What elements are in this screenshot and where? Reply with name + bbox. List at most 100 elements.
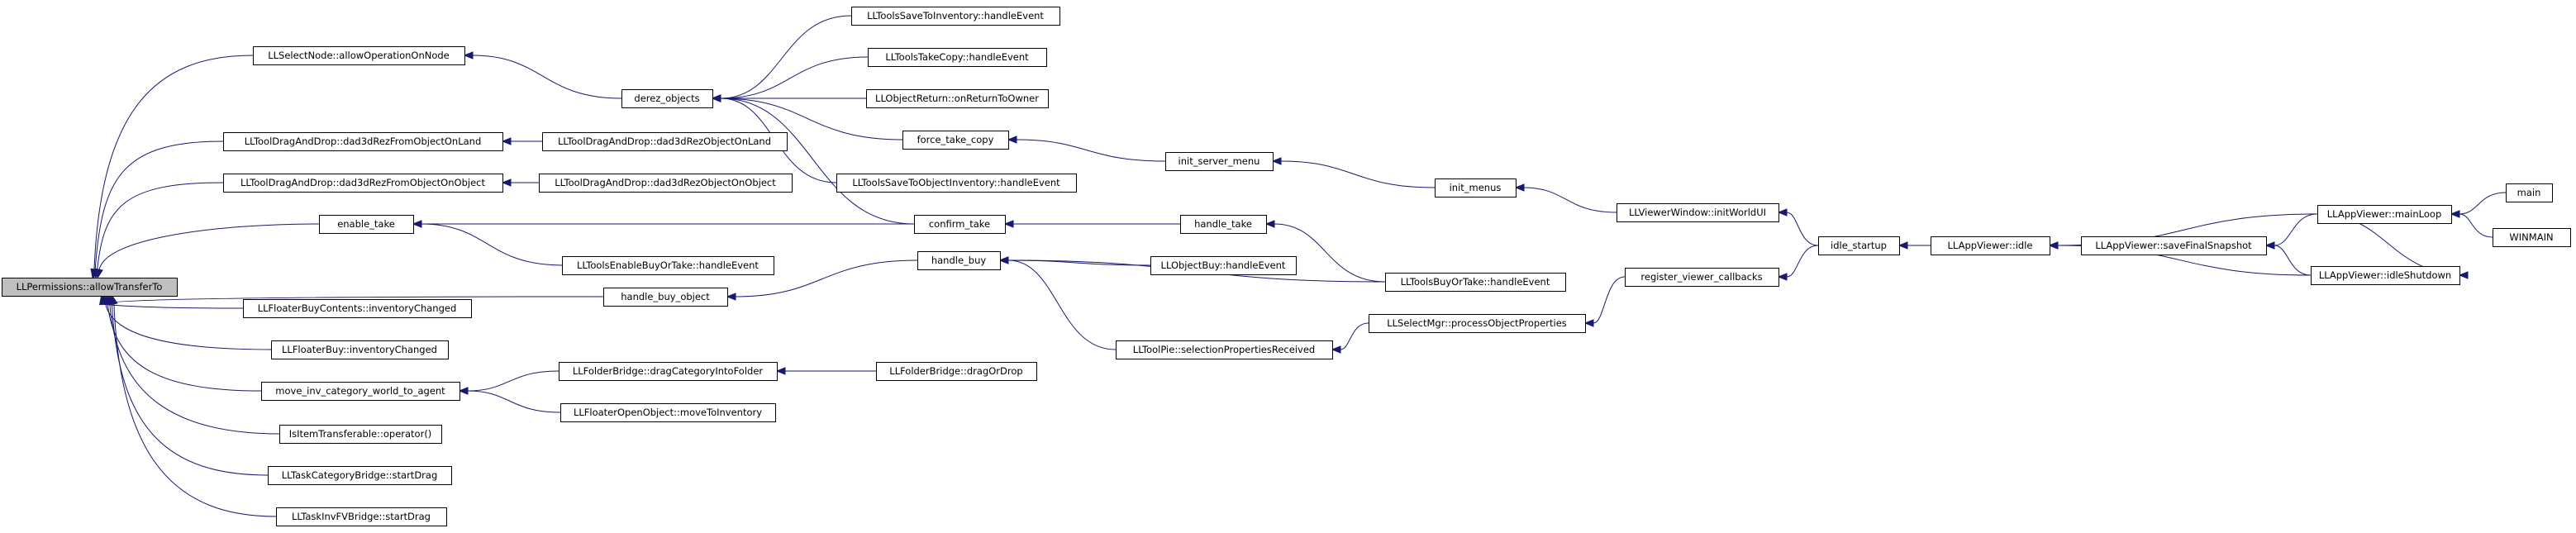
graph-node-objbuy[interactable]: LLObjectBuy::handleEvent bbox=[1150, 256, 1297, 275]
graph-node-processobj[interactable]: LLSelectMgr::processObjectProperties bbox=[1369, 314, 1586, 333]
graph-node-initserver[interactable]: init_server_menu bbox=[1165, 152, 1274, 171]
call-edge-initworld-to-initmenus bbox=[1514, 183, 1617, 213]
call-edge-foldergrop-to-folderdrag bbox=[775, 367, 876, 375]
call-edge-winmain-to-mainloop bbox=[2450, 210, 2493, 238]
graph-node-allow[interactable]: LLPermissions::allowTransferTo bbox=[2, 278, 178, 297]
graph-node-registercb[interactable]: register_viewer_callbacks bbox=[1625, 268, 1779, 287]
call-edge-processobj-to-toolpie bbox=[1331, 322, 1369, 354]
graph-node-derez[interactable]: derez_objects bbox=[621, 89, 713, 108]
call-edge-appidle-to-idlestartup bbox=[1897, 241, 1931, 250]
graph-node-label: confirm_take bbox=[929, 218, 990, 230]
call-edge-dragobj2-to-dragobj bbox=[501, 178, 539, 187]
graph-node-dragobj2[interactable]: LLToolDragAndDrop::dad3dRezObjectOnObjec… bbox=[539, 174, 793, 193]
graph-node-label: LLToolsSaveToInventory::handleEvent bbox=[867, 10, 1044, 21]
graph-node-label: enable_take bbox=[337, 218, 395, 230]
call-edge-floateropen-to-moveinv bbox=[458, 387, 561, 413]
call-edge-moveinv-to-allow bbox=[103, 294, 262, 392]
call-edge-dragland-to-allow bbox=[91, 140, 224, 279]
graph-node-itemtransfer[interactable]: IsItemTransferable::operator() bbox=[279, 425, 442, 444]
graph-node-idlestartup[interactable]: idle_startup bbox=[1818, 236, 1900, 255]
call-graph-edges bbox=[90, 15, 2507, 517]
graph-node-label: handle_buy bbox=[931, 255, 987, 266]
graph-node-enablebuy[interactable]: LLToolsEnableBuyOrTake::handleEvent bbox=[562, 256, 774, 275]
graph-node-label: LLSelectMgr::processObjectProperties bbox=[1387, 317, 1567, 329]
graph-node-label: LLFloaterOpenObject::moveToInventory bbox=[574, 407, 762, 418]
graph-node-label: LLToolDragAndDrop::dad3dRezObjectOnLand bbox=[558, 136, 771, 147]
graph-node-label: LLToolPie::selectionPropertiesReceived bbox=[1133, 344, 1315, 355]
graph-node-label: LLObjectBuy::handleEvent bbox=[1161, 259, 1286, 271]
graph-node-foldergrop[interactable]: LLFolderBridge::dragOrDrop bbox=[876, 362, 1037, 381]
graph-node-label: LLToolsTakeCopy::handleEvent bbox=[885, 51, 1029, 63]
graph-node-label: LLFolderBridge::dragOrDrop bbox=[889, 365, 1022, 377]
call-edge-confirmtake-to-enabletake bbox=[412, 220, 914, 228]
call-edge-toolpie-to-handlebuy bbox=[998, 256, 1117, 350]
graph-node-savetoobjinv[interactable]: LLToolsSaveToObjectInventory::handleEven… bbox=[836, 174, 1077, 193]
call-edge-takecopy-to-derez bbox=[711, 56, 869, 102]
graph-node-forcetake[interactable]: force_take_copy bbox=[902, 131, 1009, 150]
graph-node-moveinv[interactable]: move_inv_category_world_to_agent bbox=[261, 382, 460, 401]
call-edge-idlestartup-to-initworld bbox=[1777, 208, 1819, 246]
call-edge-buyortake-to-handletake bbox=[1264, 220, 1386, 283]
graph-node-objreturn[interactable]: LLObjectReturn::onReturnToOwner bbox=[866, 89, 1049, 108]
graph-node-label: init_server_menu bbox=[1178, 155, 1260, 167]
graph-node-label: LLToolsSaveToObjectInventory::handleEven… bbox=[852, 177, 1060, 188]
graph-node-main[interactable]: main bbox=[2506, 183, 2553, 202]
graph-node-winmain[interactable]: WINMAIN bbox=[2493, 228, 2571, 247]
graph-node-label: LLViewerWindow::initWorldUI bbox=[1629, 207, 1766, 218]
graph-node-mainloop[interactable]: LLAppViewer::mainLoop bbox=[2317, 205, 2452, 224]
graph-node-label: LLAppViewer::idleShutdown bbox=[2319, 269, 2451, 281]
graph-node-taskinv[interactable]: LLTaskInvFVBridge::startDrag bbox=[276, 507, 447, 526]
graph-node-dragland2[interactable]: LLToolDragAndDrop::dad3dRezObjectOnLand bbox=[542, 132, 788, 151]
graph-node-label: idle_startup bbox=[1831, 240, 1887, 251]
graph-node-label: LLToolsEnableBuyOrTake::handleEvent bbox=[577, 259, 759, 271]
graph-node-label: IsItemTransferable::operator() bbox=[289, 428, 432, 440]
graph-node-dragobj[interactable]: LLToolDragAndDrop::dad3dRezFromObjectOnO… bbox=[223, 174, 503, 193]
graph-node-label: LLObjectReturn::onReturnToOwner bbox=[875, 93, 1039, 104]
graph-node-label: handle_take bbox=[1194, 218, 1252, 230]
call-edge-savetoinv-to-derez bbox=[711, 15, 852, 102]
graph-node-handlebuy[interactable]: handle_buy bbox=[917, 251, 1001, 270]
graph-node-floateropen[interactable]: LLFloaterOpenObject::moveToInventory bbox=[560, 403, 776, 422]
graph-node-buycontents[interactable]: LLFloaterBuyContents::inventoryChanged bbox=[243, 299, 472, 318]
graph-node-label: LLAppViewer::idle bbox=[1948, 240, 2033, 251]
graph-node-idleshutdown[interactable]: LLAppViewer::idleShutdown bbox=[2311, 266, 2460, 285]
graph-node-label: LLPermissions::allowTransferTo bbox=[17, 281, 163, 293]
graph-node-folderdrag[interactable]: LLFolderBridge::dragCategoryIntoFolder bbox=[559, 362, 778, 381]
call-edge-idlestartup-to-registercb bbox=[1777, 245, 1819, 281]
graph-node-dragland[interactable]: LLToolDragAndDrop::dad3dRezFromObjectOnL… bbox=[223, 132, 503, 151]
graph-node-takecopy[interactable]: LLToolsTakeCopy::handleEvent bbox=[868, 48, 1047, 67]
graph-node-handlebuyobj[interactable]: handle_buy_object bbox=[603, 288, 728, 307]
graph-node-selectnode[interactable]: LLSelectNode::allowOperationOnNode bbox=[253, 46, 465, 65]
call-edge-initserver-to-forcetake bbox=[1007, 136, 1166, 162]
graph-node-savetoinv[interactable]: LLToolsSaveToInventory::handleEvent bbox=[851, 7, 1060, 26]
call-edge-handletake-to-confirmtake bbox=[1003, 220, 1180, 228]
graph-node-label: move_inv_category_world_to_agent bbox=[275, 385, 445, 397]
graph-node-toolpie[interactable]: LLToolPie::selectionPropertiesReceived bbox=[1116, 340, 1333, 359]
graph-node-savesnap[interactable]: LLAppViewer::saveFinalSnapshot bbox=[2081, 236, 2267, 255]
graph-node-label: LLFloaterBuyContents::inventoryChanged bbox=[258, 302, 457, 314]
graph-node-taskcat[interactable]: LLTaskCategoryBridge::startDrag bbox=[268, 466, 452, 485]
graph-node-appidle[interactable]: LLAppViewer::idle bbox=[1931, 236, 2050, 255]
call-edge-handlebuy-to-handlebuyobj bbox=[726, 259, 918, 301]
call-edge-derez-to-selectnode bbox=[463, 51, 622, 99]
graph-node-label: init_menus bbox=[1450, 182, 1502, 193]
graph-node-buyortake[interactable]: LLToolsBuyOrTake::handleEvent bbox=[1385, 273, 1566, 292]
call-edge-initmenus-to-initserver bbox=[1271, 157, 1436, 188]
call-edge-enabletake-to-allow bbox=[95, 223, 320, 279]
call-edge-taskcat-to-allow bbox=[107, 294, 269, 476]
call-graph-nodes: LLPermissions::allowTransferTo LLSelectNo… bbox=[2, 7, 2571, 526]
graph-node-label: LLSelectNode::allowOperationOnNode bbox=[268, 50, 450, 61]
graph-node-handletake[interactable]: handle_take bbox=[1180, 215, 1267, 234]
graph-node-label: LLToolDragAndDrop::dad3dRezFromObjectOnL… bbox=[245, 136, 482, 147]
graph-node-enabletake[interactable]: enable_take bbox=[319, 215, 414, 234]
graph-node-label: LLTaskCategoryBridge::startDrag bbox=[282, 469, 438, 481]
graph-node-label: handle_buy_object bbox=[621, 291, 710, 302]
call-edge-taskinv-to-allow bbox=[110, 294, 277, 517]
graph-node-label: LLFolderBridge::dragCategoryIntoFolder bbox=[573, 365, 764, 377]
graph-node-initworld[interactable]: LLViewerWindow::initWorldUI bbox=[1617, 203, 1779, 222]
graph-node-initmenus[interactable]: init_menus bbox=[1435, 178, 1517, 197]
graph-node-label: LLFloaterBuy::inventoryChanged bbox=[282, 344, 437, 355]
graph-node-floaterbuy[interactable]: LLFloaterBuy::inventoryChanged bbox=[271, 340, 449, 359]
graph-node-confirmtake[interactable]: confirm_take bbox=[914, 215, 1006, 234]
